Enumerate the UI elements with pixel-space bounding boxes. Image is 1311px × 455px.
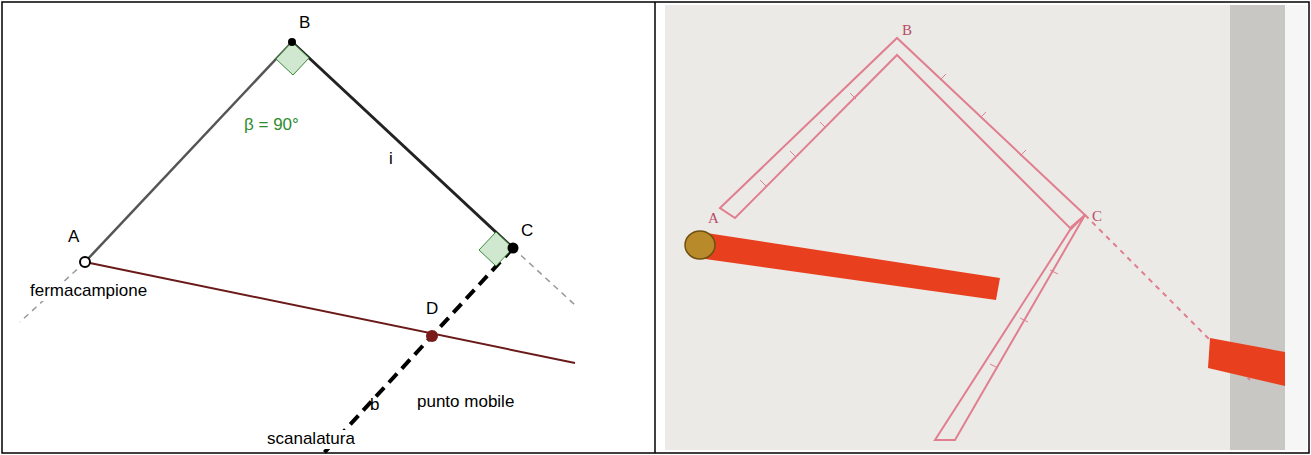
point-label: punto mobile [415, 393, 516, 412]
point-label: β = 90° [244, 116, 299, 135]
point-label: i [389, 150, 393, 169]
point-label: B [299, 14, 310, 33]
point-label: scanalatura [265, 430, 357, 449]
photo-label: B [902, 22, 912, 39]
point-label: C [521, 222, 533, 241]
photo-label: C [1092, 208, 1102, 225]
point-label: b [370, 396, 379, 415]
point-label: A [68, 228, 79, 247]
point-label: fermacampione [28, 282, 149, 301]
point-label: D [426, 300, 438, 319]
photo-label: A [708, 210, 719, 227]
